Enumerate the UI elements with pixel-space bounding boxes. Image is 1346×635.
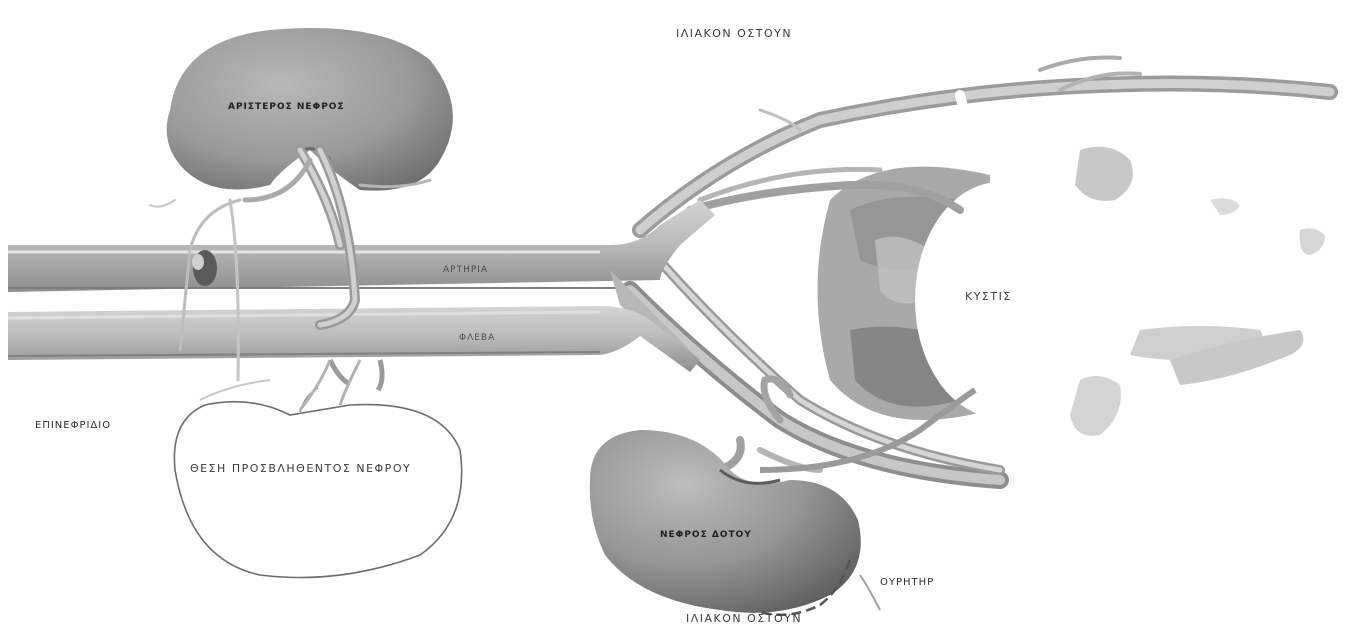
left-kidney-label: ΑΡΙΣΤΕΡΟΣ ΝΕΦΡΟΣ [228, 102, 345, 112]
vein-label: ΦΛΕΒΑ [459, 333, 495, 343]
background-texture [1070, 147, 1325, 436]
iliac-bone-top-label: ΙΛΙΑΚΟΝ ΟΣΤΟΥΝ [676, 27, 792, 40]
bladder-label: ΚΥΣΤΙΣ [965, 290, 1012, 303]
adrenal-label: ΕΠΙΝΕΦΡΙΔΙΟ [35, 420, 111, 431]
scan-margin [980, 455, 1346, 635]
ureter-label: ΟΥΡΗΤΗΡ [880, 577, 934, 588]
donor-kidney [590, 430, 861, 613]
iliac-bone-bottom-label: ΙΛΙΑΚΟΝ ΟΣΤΟΥΝ [686, 612, 802, 625]
affected-kidney-label: ΘΕΣΗ ΠΡΟΣΒΛΗΘΕΝΤΟΣ ΝΕΦΡΟΥ [190, 462, 411, 475]
artery-label: ΑΡΤΗΡΙΑ [443, 265, 488, 275]
donor-kidney-label: ΝΕΦΡΟΣ ΔΟΤΟΥ [660, 530, 752, 540]
vein-trunk [8, 306, 700, 390]
